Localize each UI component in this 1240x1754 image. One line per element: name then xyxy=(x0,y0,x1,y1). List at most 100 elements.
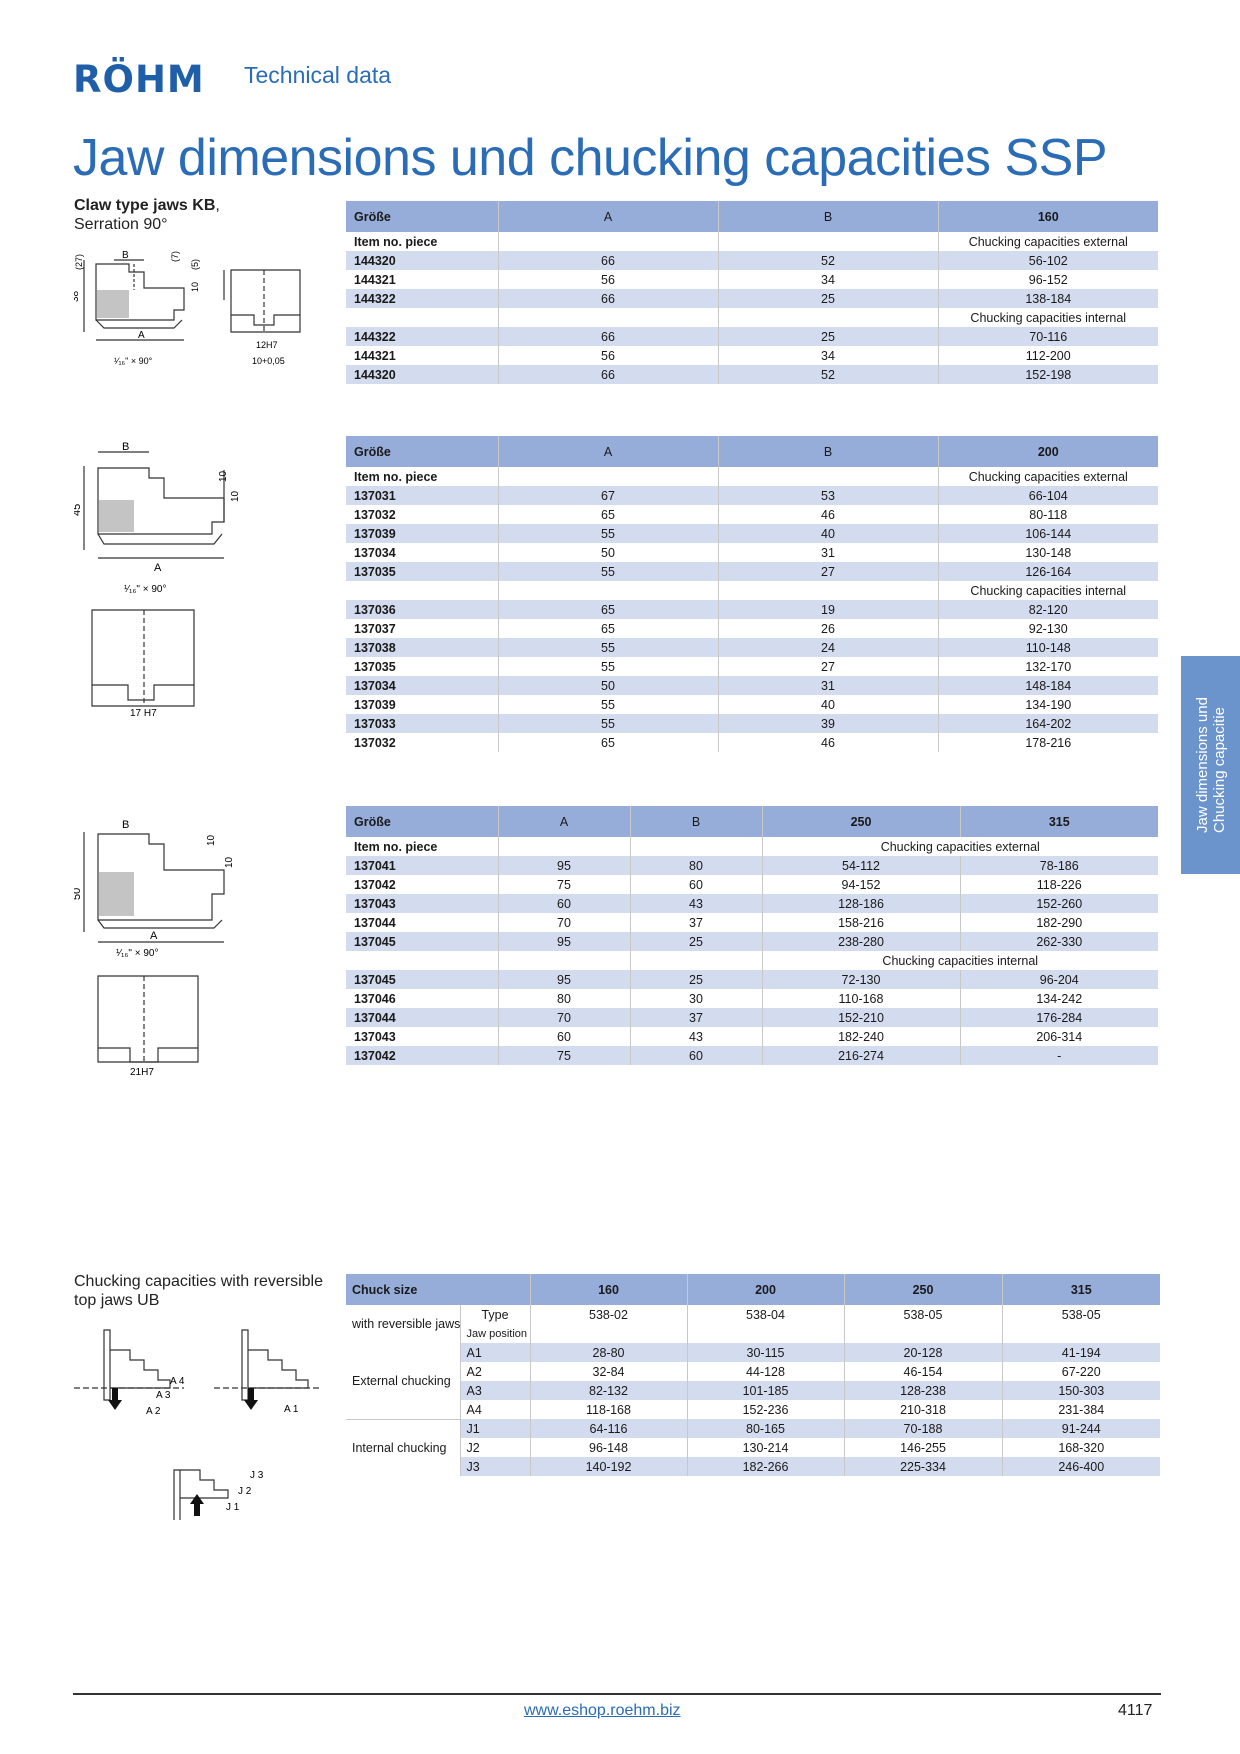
block1-label-5: (5) xyxy=(190,259,200,270)
table-cell: 75 xyxy=(497,875,630,894)
table-header-row: Größe A B 200 xyxy=(346,436,1158,467)
table-cell: 96-204 xyxy=(959,970,1158,989)
block1-jaw-drawing: B A 38 (27) (7) 10 (5) ¹⁄₁₆" × 90° 12H7 … xyxy=(74,250,301,366)
table-cell xyxy=(346,581,498,600)
table-cell: 137042 xyxy=(346,875,498,894)
table-cell: 138-184 xyxy=(937,289,1158,308)
table-cell xyxy=(346,951,498,970)
table-cell: A2 xyxy=(459,1362,530,1381)
table-cell: 50 xyxy=(497,543,718,562)
table-cell: Chucking capacities internal xyxy=(761,951,1158,970)
header-size: Größe xyxy=(346,201,498,232)
table-cell: 46 xyxy=(717,733,938,752)
table-cell: 19 xyxy=(717,600,938,619)
table-cell: 37 xyxy=(629,1008,762,1027)
table-cell: 66 xyxy=(497,251,718,270)
table-cell: A4 xyxy=(459,1400,530,1419)
table-cell: 206-314 xyxy=(959,1027,1158,1046)
table-cell: 118-168 xyxy=(529,1400,687,1419)
table-cell: 26 xyxy=(717,619,938,638)
block1-label-slot1: 12H7 xyxy=(256,340,278,350)
table-cell: 182-266 xyxy=(686,1457,844,1476)
table-cell: 96-152 xyxy=(937,270,1158,289)
table-cell: 110-168 xyxy=(761,989,960,1008)
footer-divider xyxy=(73,1693,1161,1695)
table-cell: 55 xyxy=(497,562,718,581)
table-cell xyxy=(497,837,630,856)
table-cell: Größe xyxy=(346,436,498,467)
table-cell: 130-148 xyxy=(937,543,1158,562)
block4-title: Chucking capacities with reversible top … xyxy=(74,1273,323,1309)
table-cell: 66 xyxy=(497,365,718,384)
table-cell: 538-05 xyxy=(843,1305,1002,1324)
table-cell: J2 xyxy=(459,1438,530,1457)
table-cell: 50 xyxy=(497,676,718,695)
block3-label-slot: 21H7 xyxy=(130,1067,154,1078)
table-cell: 64-116 xyxy=(529,1419,687,1438)
table-cell: 53 xyxy=(717,486,938,505)
table-cell: 128-186 xyxy=(761,894,960,913)
block2-label-10b: 10 xyxy=(230,490,241,502)
block3-label-a: A xyxy=(150,930,158,942)
table-cell: 216-274 xyxy=(761,1046,960,1065)
table-cell: 40 xyxy=(717,695,938,714)
table-cell: Internal chucking xyxy=(346,1418,460,1476)
table-cell: 140-192 xyxy=(529,1457,687,1476)
table-cell: Größe xyxy=(346,806,498,837)
table-cell: 34 xyxy=(717,270,938,289)
table-cell: 60 xyxy=(629,875,762,894)
table-cell: 60 xyxy=(497,1027,630,1046)
table-cell: 80-165 xyxy=(686,1419,844,1438)
block1-label-a: A xyxy=(138,330,145,341)
footer-link[interactable]: www.eshop.roehm.biz xyxy=(524,1702,681,1719)
table-cell: 250 xyxy=(761,806,960,837)
table-cell: 144320 xyxy=(346,251,498,270)
table-cell: 60 xyxy=(629,1046,762,1065)
table-cell: 70-188 xyxy=(843,1419,1002,1438)
table-cell: 65 xyxy=(497,619,718,638)
table-cell: 144322 xyxy=(346,327,498,346)
table-cell: Jaw position xyxy=(459,1324,530,1343)
table-cell: 55 xyxy=(497,524,718,543)
table-cell: 137044 xyxy=(346,913,498,932)
table-cell: 150-303 xyxy=(1001,1381,1160,1400)
block4-label-a2: A 2 xyxy=(146,1406,161,1417)
table-cell: Chucking capacities internal xyxy=(937,581,1158,600)
table-cell: 56 xyxy=(497,346,718,365)
table-cell: 112-200 xyxy=(937,346,1158,365)
table-cell: 182-240 xyxy=(761,1027,960,1046)
table-cell: 43 xyxy=(629,894,762,913)
table-cell: 144321 xyxy=(346,270,498,289)
table-cell: 225-334 xyxy=(843,1457,1002,1476)
table-cell: 25 xyxy=(717,327,938,346)
table-cell xyxy=(529,1324,687,1343)
table-cell: 146-255 xyxy=(843,1438,1002,1457)
table-row: Chucking capacities internal xyxy=(346,581,1158,600)
block3-label-10b: 10 xyxy=(224,856,235,868)
table-cell: 46-154 xyxy=(843,1362,1002,1381)
table-cell: 32-84 xyxy=(529,1362,687,1381)
table-cell: Chucking capacities external xyxy=(761,837,1158,856)
table-cell: 137032 xyxy=(346,505,498,524)
table-cell: 55 xyxy=(497,714,718,733)
table-cell: 95 xyxy=(497,970,630,989)
table-cell: 246-400 xyxy=(1001,1457,1160,1476)
block2-jaw-drawing: B A 45 10 10 ¹⁄₁₆" × 90° 17 H7 xyxy=(74,441,241,719)
table-cell: 66 xyxy=(497,327,718,346)
table-cell: 92-130 xyxy=(937,619,1158,638)
block2-label-slot: 17 H7 xyxy=(130,708,157,719)
table-cell: 55 xyxy=(497,638,718,657)
table-cell: 55 xyxy=(497,695,718,714)
table-cell xyxy=(497,467,718,486)
table-cell: 231-384 xyxy=(1001,1400,1160,1419)
table-cell: 250 xyxy=(843,1274,1002,1305)
table-cell: 70-116 xyxy=(937,327,1158,346)
